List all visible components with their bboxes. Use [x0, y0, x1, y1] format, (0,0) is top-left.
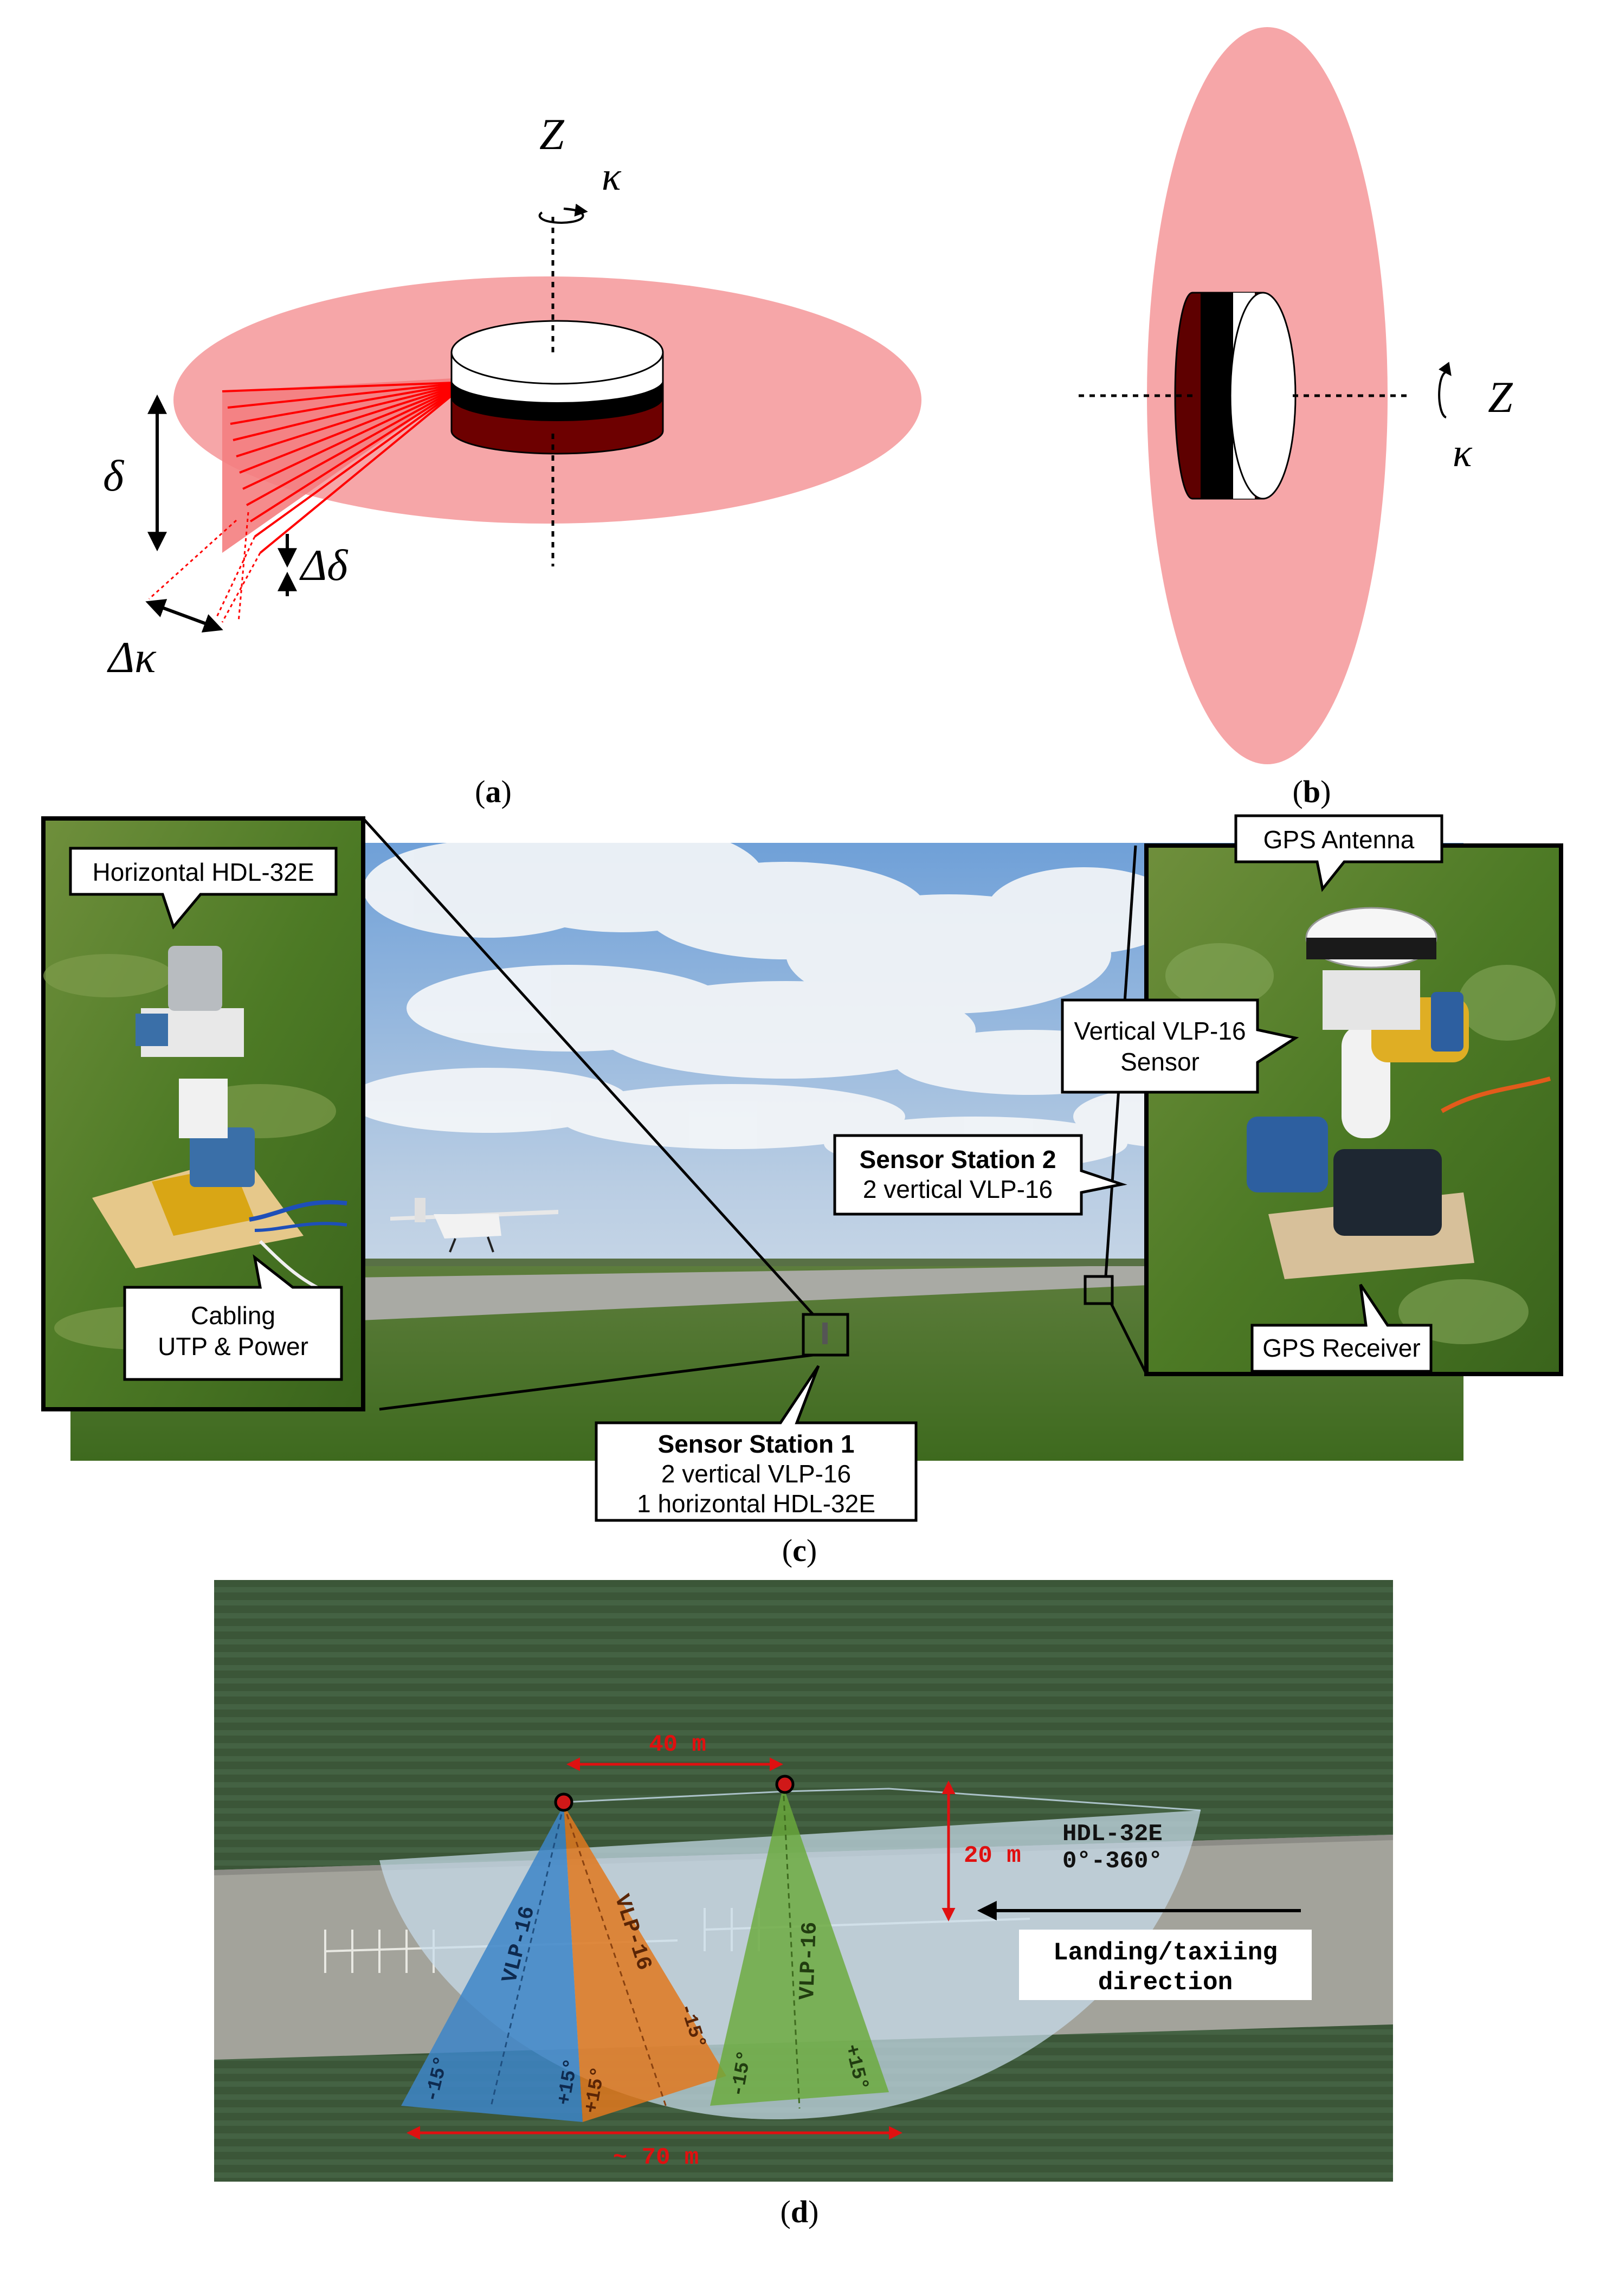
callout-horizontal-hdl: Horizontal HDL-32E: [92, 858, 314, 886]
hdl-name: HDL-32E: [1062, 1821, 1163, 1848]
delta-label: δ: [103, 451, 125, 500]
b-rotation-arrow-icon: [1438, 362, 1452, 418]
callout-shapes: [69, 814, 1443, 1522]
panel-a: Z κ δ Δδ Δκ: [103, 109, 921, 682]
station1-title: Sensor Station 1: [658, 1430, 855, 1458]
direction-box: [1019, 1930, 1312, 2000]
dim-20-label: 20 m: [964, 1842, 1021, 1869]
station1-line1: 2 vertical VLP-16: [661, 1460, 851, 1488]
vlp-label-green: VLP-16: [796, 1921, 823, 2001]
station2-dot: [775, 1775, 795, 1794]
station1-dot: [554, 1792, 573, 1812]
hdl-range: 0°-360°: [1062, 1848, 1163, 1875]
vlp-fan-orange: [564, 1805, 726, 2122]
dim-70-label: ~ 70 m: [613, 2144, 699, 2171]
panel-c: Horizontal HDL-32E Cabling UTP & Power G…: [41, 814, 1563, 1522]
station2-title: Sensor Station 2: [860, 1145, 1056, 1173]
callout-vertical-1: Vertical VLP-16: [1074, 1017, 1246, 1045]
delta-delta-label: Δδ: [299, 540, 349, 590]
a-kappa-label: κ: [602, 154, 622, 199]
laser-beams: [222, 382, 455, 554]
aerial-map: [214, 1580, 1393, 2182]
sensor-cylinder-side: [1174, 292, 1297, 500]
b-z-label: Z: [1488, 372, 1513, 422]
vlp-fan-green: [710, 1786, 889, 2106]
panel-d: 40 m 20 m ~ 70 m HDL-32E 0°-360° Landing…: [214, 1580, 1393, 2182]
station2-line1: 2 vertical VLP-16: [863, 1175, 1053, 1203]
callout-cabling-2: UTP & Power: [158, 1332, 308, 1360]
b-kappa-label: κ: [1453, 431, 1473, 475]
direction-line-2: direction: [1098, 1969, 1233, 1997]
callout-cabling-1: Cabling: [191, 1301, 275, 1330]
caption-d: (d): [781, 2194, 819, 2229]
left-inset-photo: [41, 816, 365, 1411]
delta-kappa-arrow: [145, 599, 223, 633]
station1-line2: 1 horizontal HDL-32E: [637, 1489, 875, 1518]
direction-line-1: Landing/taxiing: [1053, 1939, 1278, 1967]
airplane-icon: [390, 1198, 558, 1253]
callout-gps-receiver: GPS Receiver: [1262, 1334, 1420, 1362]
sensor-cylinder: [450, 320, 664, 455]
a-z-label: Z: [539, 109, 565, 159]
right-inset-photo: [1144, 843, 1563, 1376]
callout-vertical-2: Sensor: [1120, 1048, 1200, 1076]
vlp-fan-blue: [401, 1805, 583, 2122]
station2-marker: [1084, 1275, 1114, 1305]
caption-a: (a): [475, 774, 512, 809]
rotation-arrow-icon: [538, 209, 585, 224]
dim-40-label: 40 m: [649, 1731, 706, 1758]
station1-marker: [802, 1313, 849, 1357]
callout-gps-antenna: GPS Antenna: [1263, 825, 1415, 854]
delta-kappa-label: Δκ: [107, 633, 157, 682]
caption-c: (c): [782, 1533, 817, 1568]
caption-b: (b): [1293, 774, 1331, 809]
panel-b: Z κ: [1079, 27, 1513, 764]
